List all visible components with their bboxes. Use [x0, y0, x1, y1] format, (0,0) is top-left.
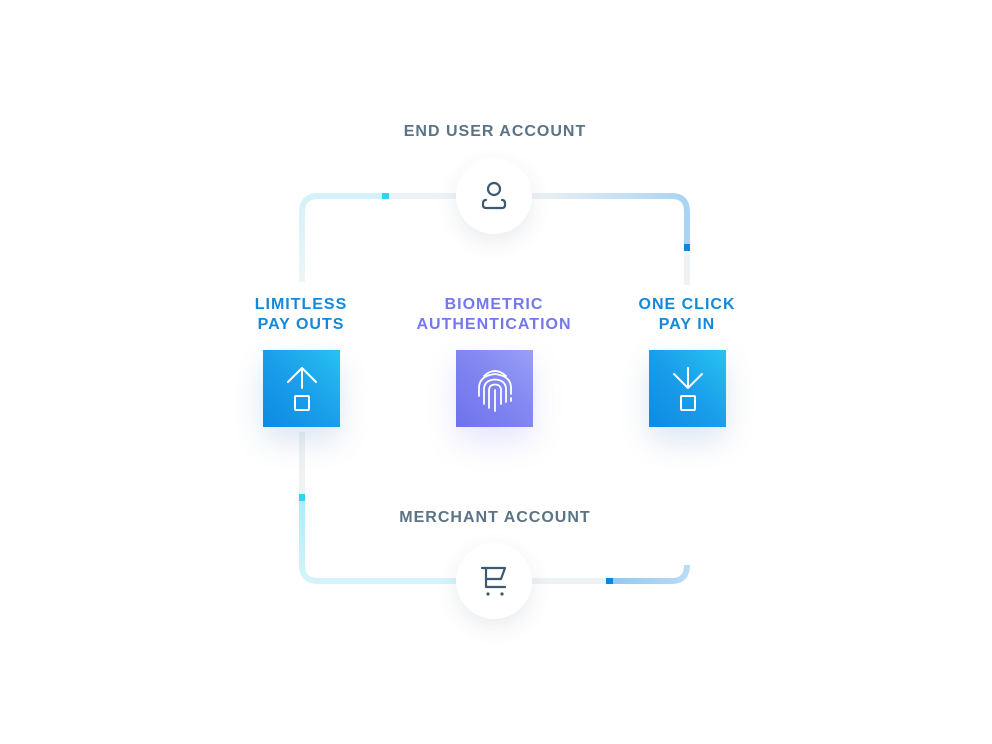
fingerprint-icon [477, 369, 512, 412]
limitless-payouts-label: LIMITLESS PAY OUTS [221, 295, 381, 335]
shopping-cart-icon [480, 566, 507, 596]
loop-segment-top-left [299, 193, 386, 282]
end-user-account-node[interactable] [456, 158, 532, 234]
user-icon [481, 181, 507, 210]
loop-marker-top [382, 193, 389, 199]
loop-marker-left [299, 494, 305, 501]
loop-segment-top-right [530, 193, 690, 248]
biometric-auth-line1: BIOMETRIC [444, 296, 544, 313]
limitless-payouts-tile[interactable] [263, 350, 340, 427]
loop-segment-left-lower [299, 497, 460, 584]
download-arrow-icon [672, 366, 703, 411]
limitless-payouts-line2: PAY OUTS [257, 316, 345, 333]
merchant-account-node[interactable] [456, 543, 532, 619]
one-click-payin-tile[interactable] [649, 350, 726, 427]
loop-marker-right [684, 244, 690, 251]
loop-marker-bottom [606, 578, 613, 584]
end-user-account-label: END USER ACCOUNT [403, 123, 587, 140]
biometric-auth-line2: AUTHENTICATION [416, 316, 572, 333]
merchant-account-label: MERCHANT ACCOUNT [399, 509, 591, 526]
loop-segment-bottom-right [608, 564, 690, 584]
limitless-payouts-line1: LIMITLESS [254, 296, 348, 313]
one-click-payin-line2: PAY IN [658, 316, 716, 333]
one-click-payin-line1: ONE CLICK [638, 296, 736, 313]
one-click-payin-label: ONE CLICK PAY IN [607, 295, 767, 335]
biometric-auth-tile[interactable] [456, 350, 533, 427]
biometric-auth-label: BIOMETRIC AUTHENTICATION [394, 295, 594, 335]
upload-arrow-icon [286, 366, 317, 411]
